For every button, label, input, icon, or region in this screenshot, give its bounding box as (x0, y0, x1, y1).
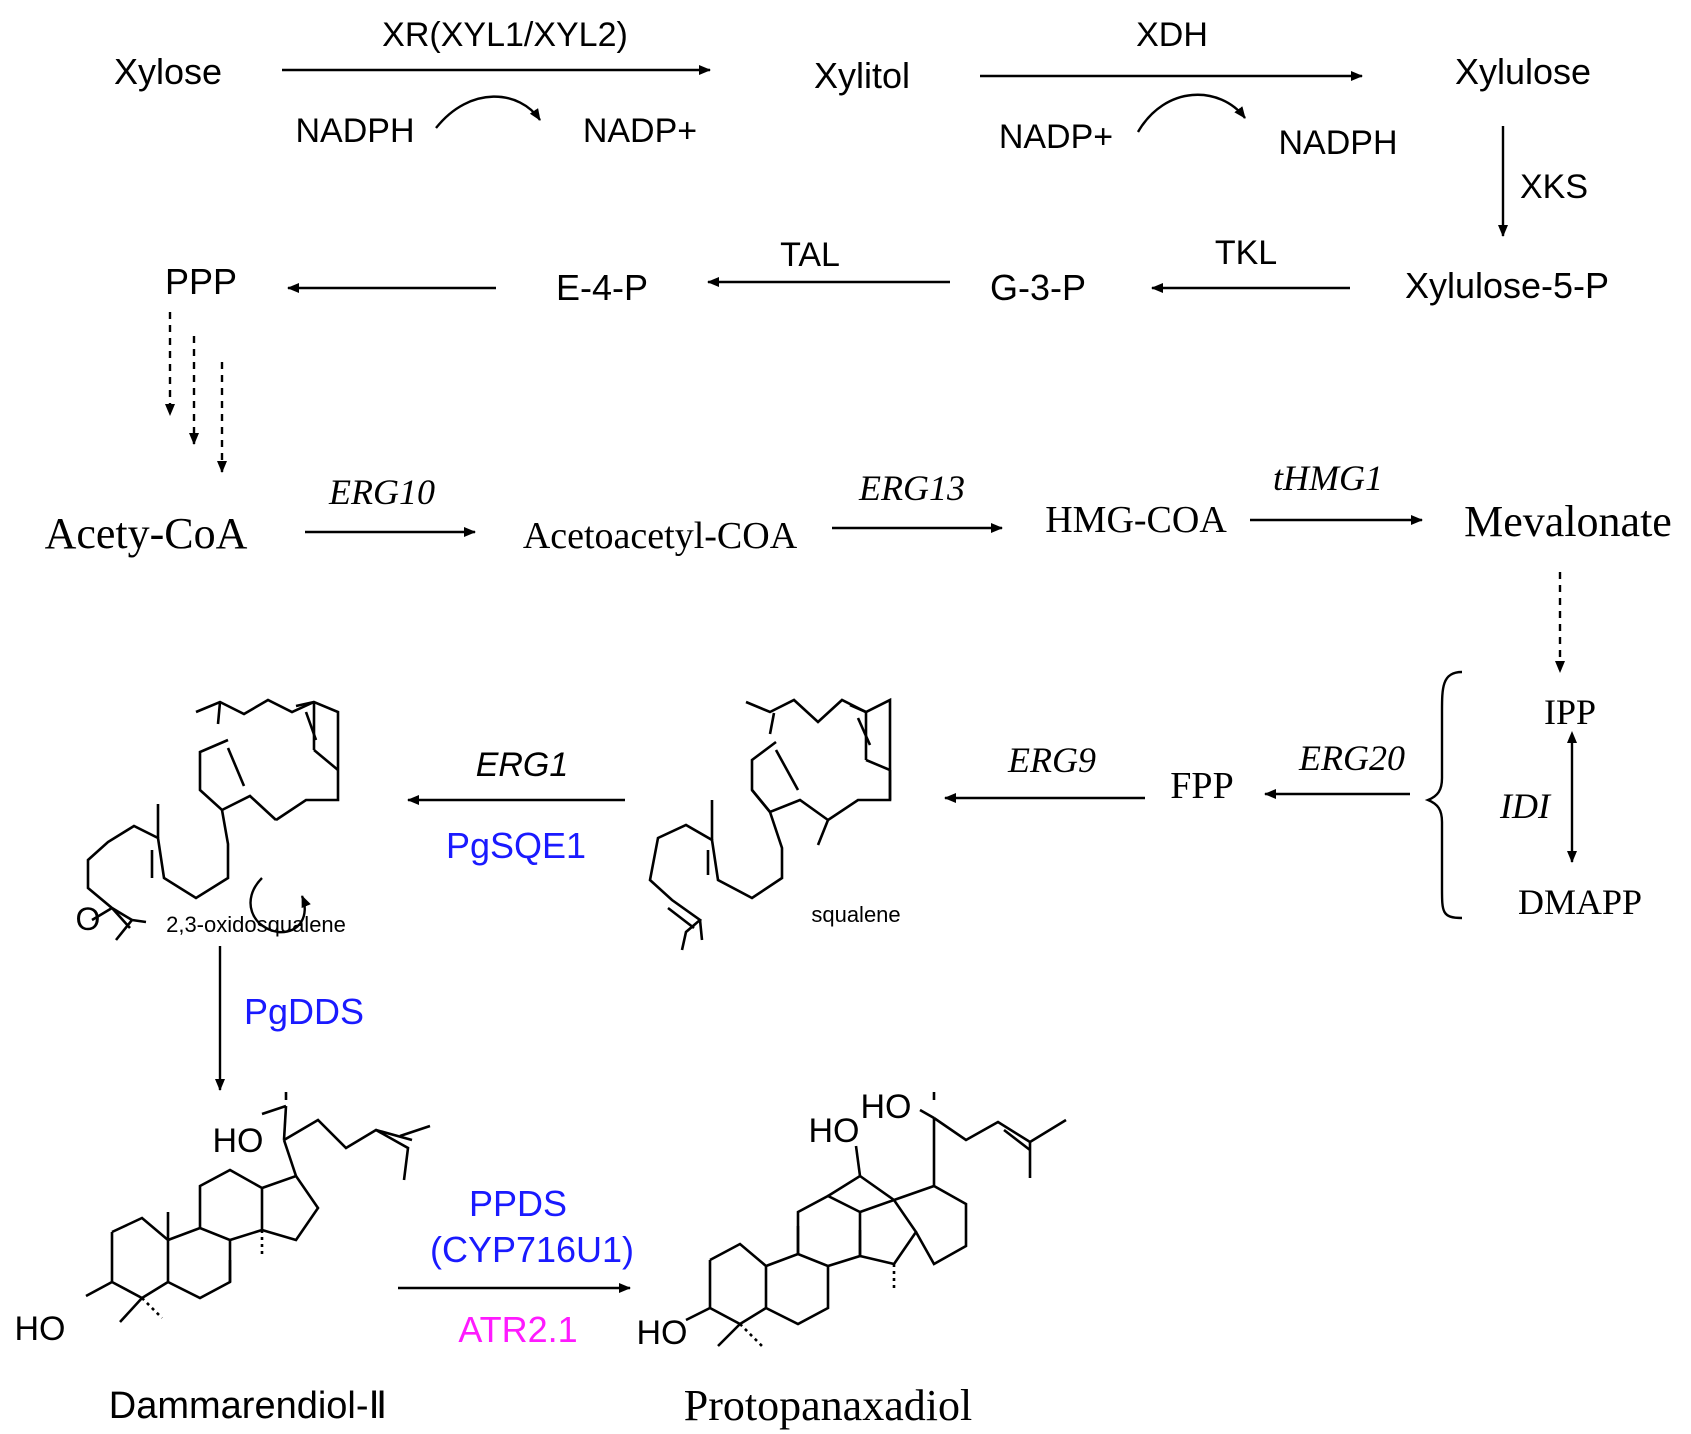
node-xylitol: Xylitol (814, 55, 910, 96)
squalene-label: squalene (811, 902, 900, 927)
node-acetoacetyl-coa: Acetoacetyl-COA (523, 515, 798, 557)
node-xylulose: Xylulose (1455, 51, 1591, 92)
cyclization-arrow (249, 877, 311, 934)
node-fpp: FPP (1170, 765, 1233, 807)
node-e4p: E-4-P (556, 267, 648, 308)
enzyme-pgdds-label: PgDDS (244, 991, 364, 1032)
ppd-oh-2: HO (809, 1112, 860, 1150)
epoxide-oxygen: O (76, 901, 101, 937)
node-xylose: Xylose (114, 51, 222, 92)
bracket-ipp-dmapp (1424, 670, 1463, 920)
cofactor-nadph-2: NADPH (1278, 124, 1397, 162)
node-ppp: PPP (165, 261, 237, 302)
node-dammarendiol: Dammarendiol-Ⅱ (109, 1385, 387, 1427)
enzyme-xr-label: XR(XYL1/XYL2) (382, 16, 628, 54)
ppd-oh-1: HO (861, 1088, 912, 1126)
cofactor-nadp-1: NADP+ (583, 112, 697, 150)
enzyme-atr21-label: ATR2.1 (458, 1309, 577, 1350)
enzyme-ppds-label: PPDS (469, 1183, 567, 1224)
cofactor-nadp-2: NADP+ (999, 118, 1113, 156)
enzyme-xdh-label: XDH (1136, 16, 1208, 54)
node-ipp: IPP (1544, 692, 1596, 732)
node-g3p: G-3-P (990, 267, 1086, 308)
enzyme-erg10-label: ERG10 (328, 472, 435, 512)
squalene-structure (648, 697, 892, 951)
oxidosqualene-structure (86, 698, 340, 941)
node-hmg-coa: HMG-COA (1045, 499, 1227, 541)
dammarendiol-structure (85, 1092, 431, 1323)
ppd-oh-3: HO (637, 1314, 688, 1352)
enzyme-erg20-label: ERG20 (1298, 738, 1405, 778)
enzyme-thmg1-label: tHMG1 (1273, 458, 1383, 498)
cofactor-curved-arrow-1 (435, 95, 541, 129)
node-protopanaxadiol: Protopanaxadiol (684, 1381, 972, 1430)
enzyme-idi-label: IDI (1499, 786, 1552, 826)
node-acetyl-coa: Acety-CoA (45, 509, 248, 558)
node-mevalonate: Mevalonate (1464, 497, 1672, 546)
enzyme-xks-label: XKS (1520, 168, 1588, 206)
dammarendiol-oh-1: HO (213, 1122, 264, 1160)
cofactor-nadph-1: NADPH (295, 112, 414, 150)
enzyme-tal-label: TAL (780, 236, 840, 274)
enzyme-tkl-label: TKL (1215, 234, 1277, 272)
node-dmapp: DMAPP (1518, 882, 1642, 922)
protopanaxadiol-structure (685, 1092, 1067, 1347)
enzyme-erg13-label: ERG13 (858, 468, 965, 508)
dammarendiol-oh-2: HO (15, 1310, 66, 1348)
cofactor-curved-arrow-2 (1136, 93, 1246, 133)
enzyme-cyp716u1-label: (CYP716U1) (430, 1229, 634, 1270)
enzyme-erg9-label: ERG9 (1007, 740, 1096, 780)
enzyme-pgsqe1-label: PgSQE1 (446, 825, 586, 866)
node-xylulose5p: Xylulose-5-P (1405, 265, 1609, 306)
enzyme-erg1-label: ERG1 (476, 746, 569, 784)
oxidosqualene-label: 2,3-oxidosqualene (166, 912, 346, 937)
